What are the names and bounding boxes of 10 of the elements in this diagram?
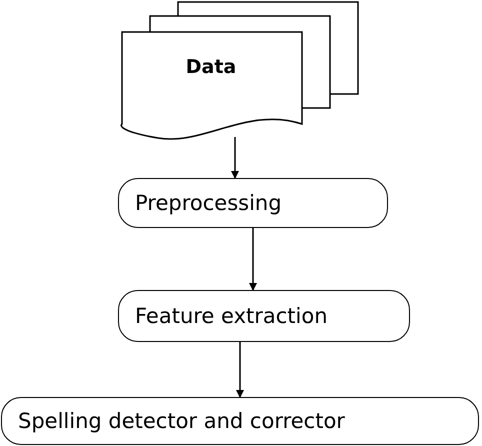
arrow: [231, 137, 239, 179]
process-box: [1, 397, 479, 445]
node-label: Preprocessing: [135, 191, 282, 215]
process-box: [118, 290, 410, 342]
node-label: Data: [184, 56, 238, 78]
node-label: Feature extraction: [135, 304, 328, 328]
arrow: [249, 228, 257, 291]
node-label: Spelling detector and corrector: [18, 409, 345, 433]
arrow: [236, 342, 244, 398]
process-box: [118, 178, 388, 228]
